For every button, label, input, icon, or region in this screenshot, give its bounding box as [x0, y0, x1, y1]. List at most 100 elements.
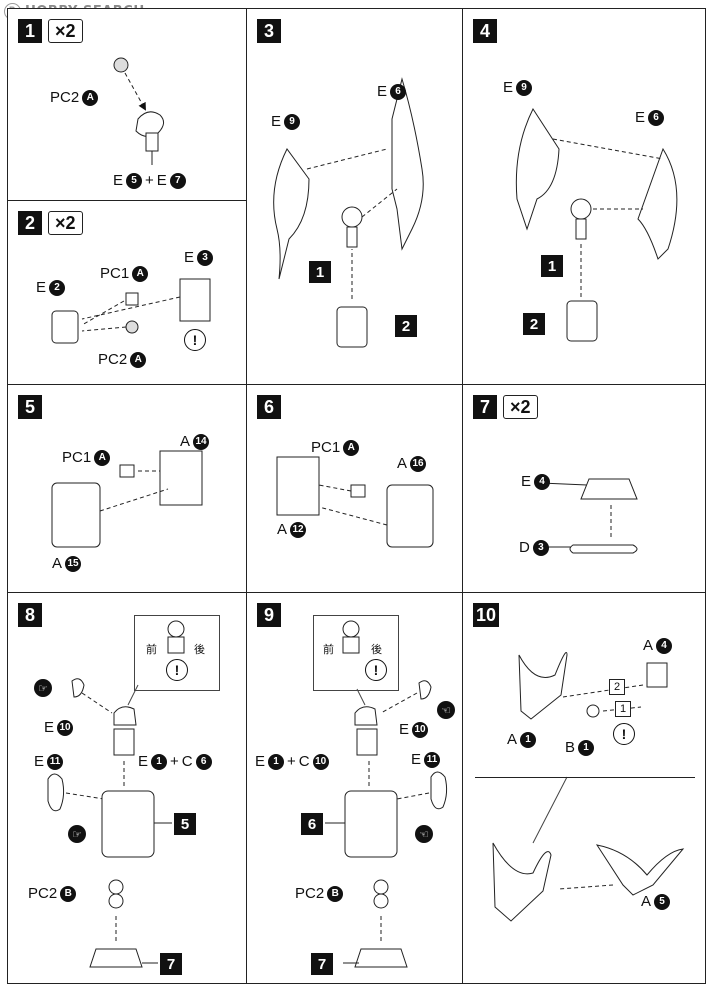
part-code: PC1 [62, 449, 92, 466]
step-1-header: 1 ×2 [18, 19, 83, 43]
step-4-drawing [515, 107, 678, 342]
plus-sign: + [287, 753, 296, 770]
part-code: E [34, 753, 45, 770]
step-1-drawing [113, 57, 164, 165]
step-number: 6 [257, 395, 281, 419]
part-circle: 4 [656, 637, 673, 654]
step-9-header: 9 [257, 603, 281, 627]
part-code: E [377, 83, 388, 100]
front-label: 前 [146, 643, 157, 656]
part-circle: 10 [312, 753, 329, 770]
part-circle: 11 [47, 753, 64, 770]
part-code: PC2 [50, 89, 80, 106]
part-circle: A [343, 439, 360, 456]
part-code: D [519, 539, 530, 556]
part-code: E [411, 751, 422, 768]
step-number: 4 [473, 19, 497, 43]
step-2-drawing [51, 278, 211, 344]
part-circle: 3 [532, 539, 549, 556]
part-code: E [635, 109, 646, 126]
part-code: E [503, 79, 514, 96]
part-circle: 4 [534, 473, 551, 490]
part-code: A [180, 433, 191, 450]
multiplier-badge: ×2 [48, 19, 83, 43]
step-number: 10 [473, 603, 500, 627]
step-6-drawing [276, 456, 434, 548]
step-8-header: 8 [18, 603, 42, 627]
step-4-header: 4 [473, 19, 497, 43]
part-circle: A [130, 351, 147, 368]
part-code: B [565, 739, 576, 756]
step-number: 8 [18, 603, 42, 627]
part-circle: 6 [648, 109, 665, 126]
step-8-drawing [47, 620, 185, 968]
part-circle: B [60, 885, 77, 902]
part-code: E [44, 719, 55, 736]
step-number: 2 [18, 211, 42, 235]
hand-pointer-icon: ☜ [415, 825, 433, 843]
part-code: E [271, 113, 282, 130]
part-circle: 3 [197, 249, 214, 266]
part-code: E [184, 249, 195, 266]
step-5-drawing [51, 450, 203, 548]
warning-icon: ! [166, 659, 188, 681]
step-ref-tag-7: 7 [160, 953, 182, 975]
part-code: A [507, 731, 518, 748]
step-number: 1 [18, 19, 42, 43]
step-ref-tag-1: 1 [309, 261, 331, 283]
step-5-header: 5 [18, 395, 42, 419]
part-code: E [113, 172, 124, 189]
step-3-drawing [273, 77, 424, 348]
plus-sign: + [170, 753, 179, 770]
warning-icon: ! [613, 723, 635, 745]
part-code: E [399, 721, 410, 738]
warning-icon: ! [184, 329, 206, 351]
part-circle: 1 [578, 739, 595, 756]
part-code: E [156, 172, 167, 189]
step-6-header: 6 [257, 395, 281, 419]
part-code: PC1 [311, 439, 341, 456]
step-9-drawing [325, 620, 448, 968]
back-label: 後 [371, 643, 382, 656]
part-circle: A [82, 89, 99, 106]
step-ref-tag-7: 7 [311, 953, 333, 975]
part-code: PC2 [98, 351, 128, 368]
part-code: E [36, 279, 47, 296]
part-circle: 11 [424, 751, 441, 768]
part-code: A [397, 455, 408, 472]
part-code: PC2 [295, 885, 325, 902]
part-code: A [643, 637, 654, 654]
part-circle: A [94, 449, 111, 466]
step-3-header: 3 [257, 19, 281, 43]
plus-sign: + [145, 172, 154, 189]
part-code: A [641, 893, 652, 910]
step-number: 7 [473, 395, 497, 419]
front-label: 前 [323, 643, 334, 656]
part-circle: 15 [65, 555, 82, 572]
part-circle: A [132, 265, 149, 282]
part-circle: 9 [516, 79, 533, 96]
